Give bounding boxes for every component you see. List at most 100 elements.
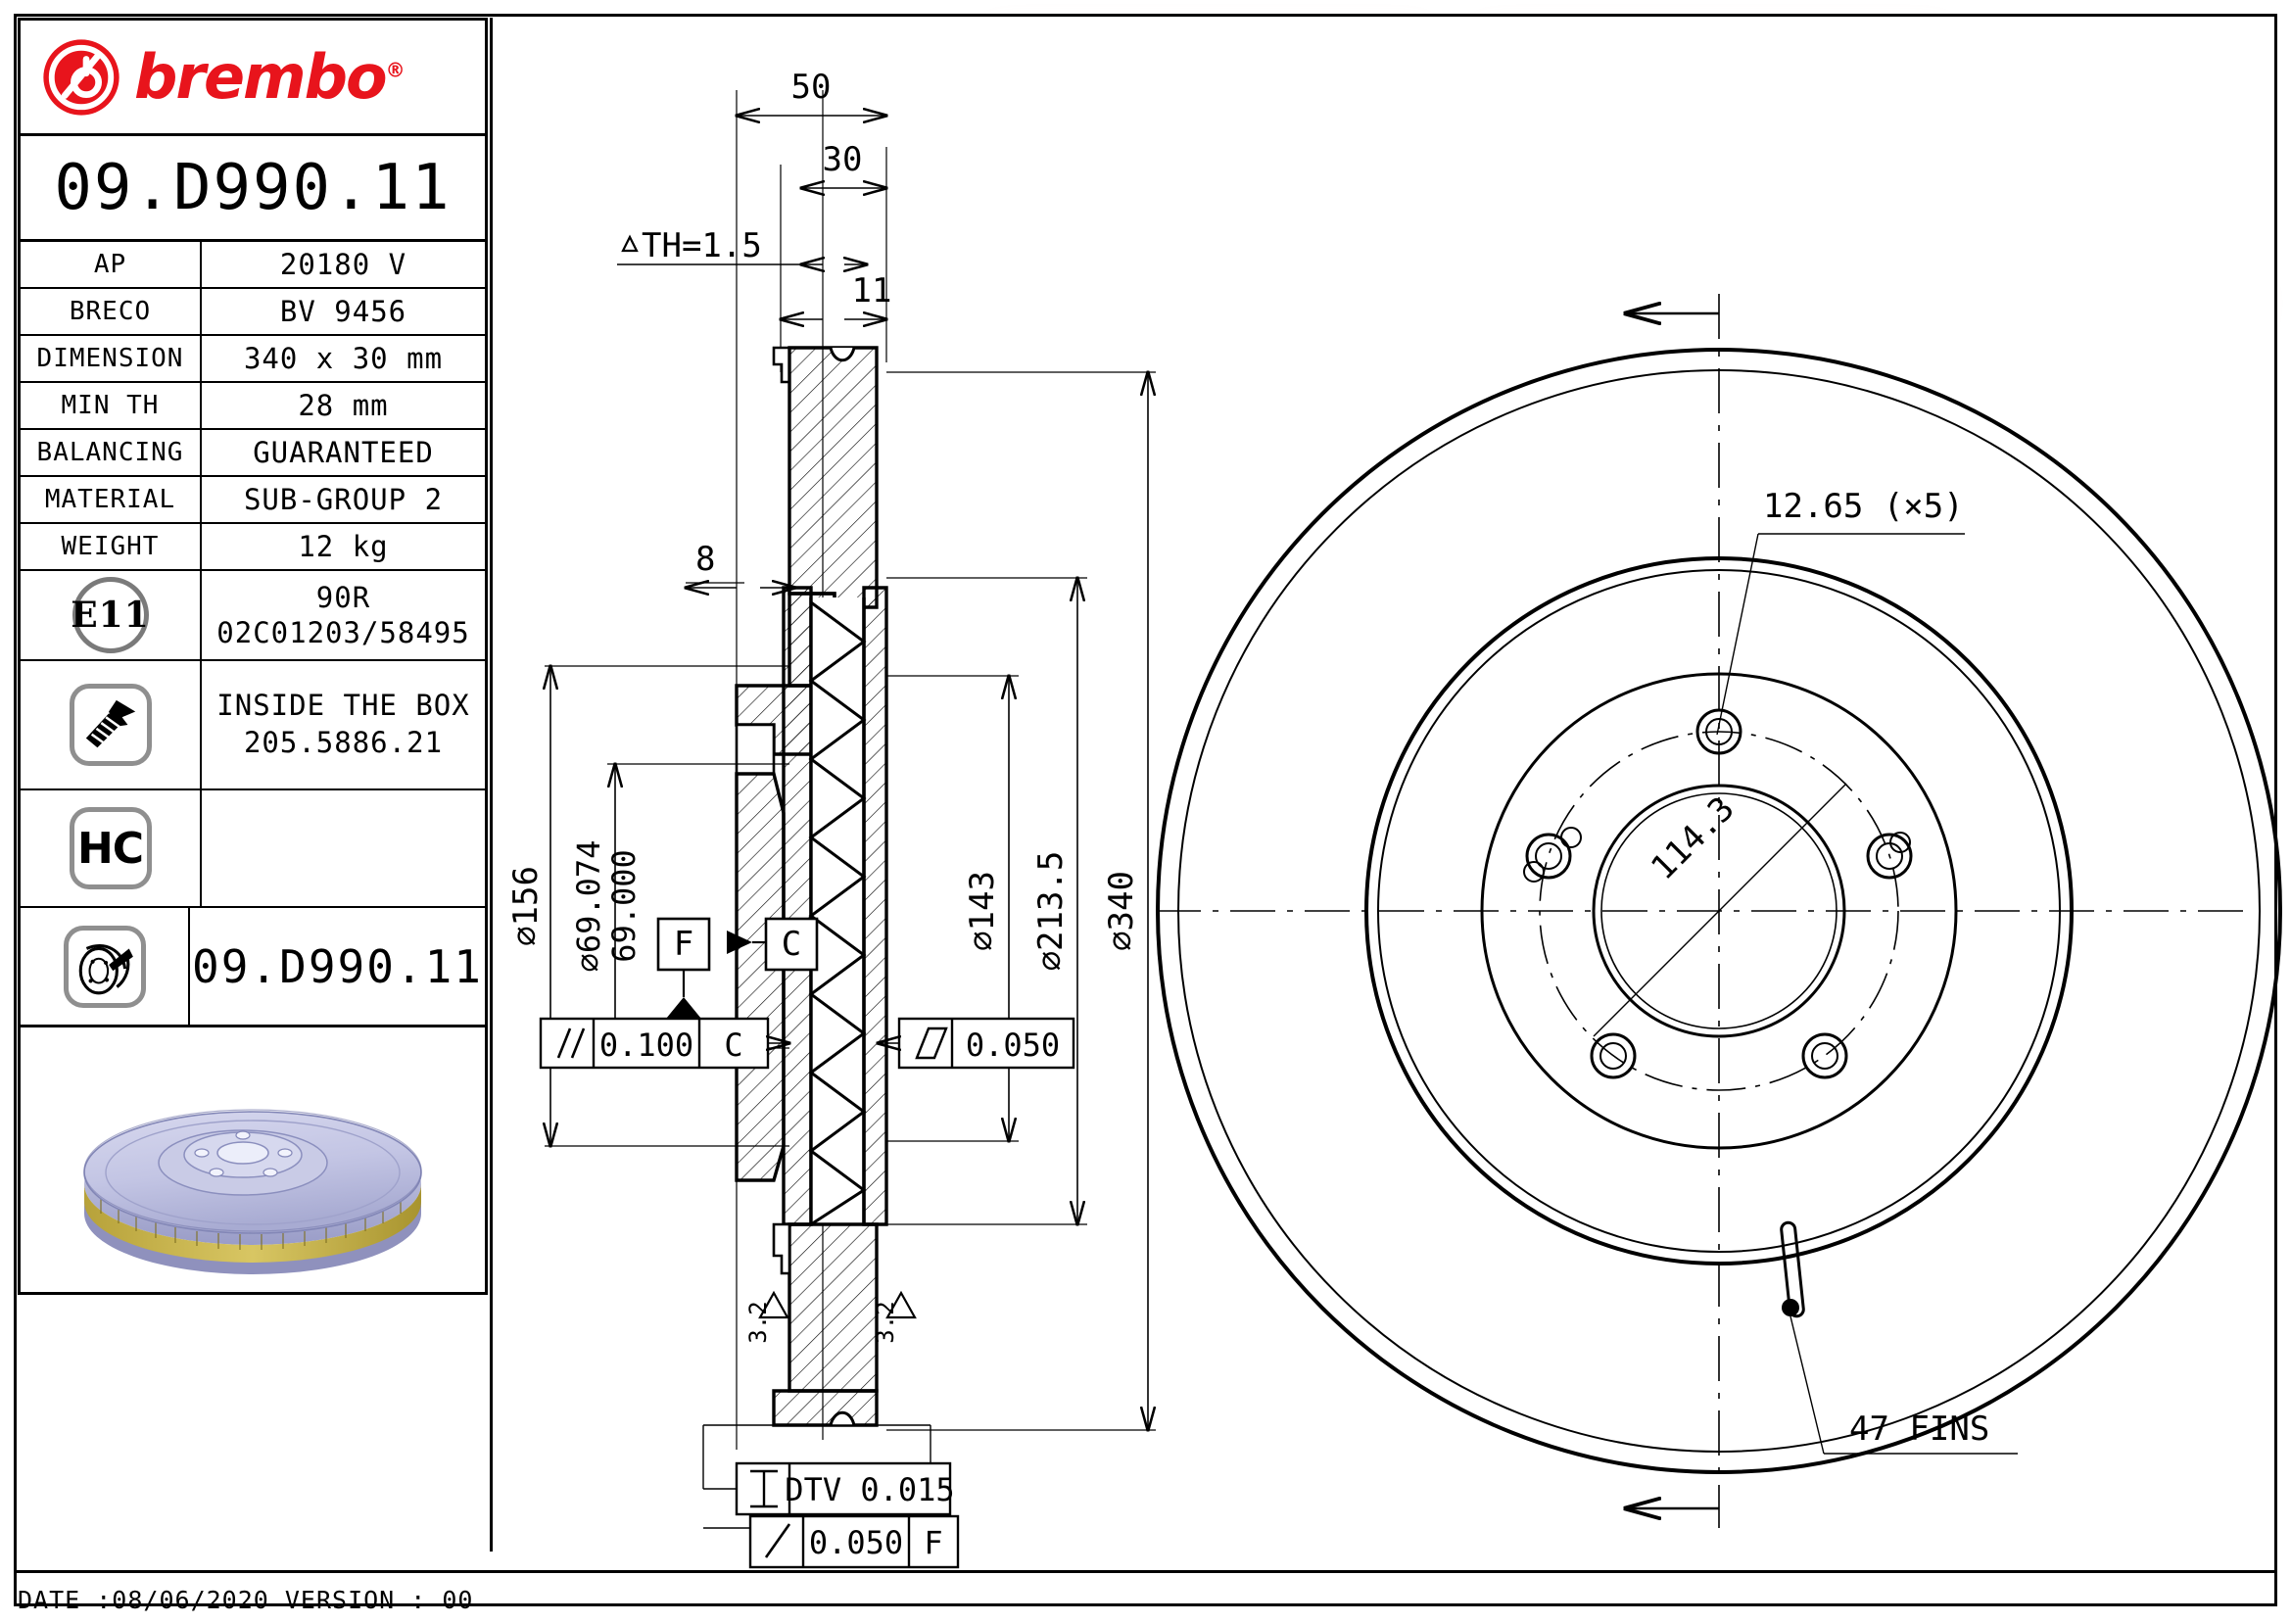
face-view: 12.65 (×5) 114.3 47 FINS bbox=[1156, 294, 2282, 1528]
screw-icon-cell bbox=[21, 661, 202, 788]
table-row-hc: HC bbox=[21, 790, 485, 908]
brake-disc-icon bbox=[63, 925, 146, 1008]
datum-c-label: C bbox=[782, 925, 801, 964]
gdt-runout-value: 0.050 bbox=[809, 1524, 903, 1561]
gdt-flatness-value: 0.050 bbox=[966, 1027, 1060, 1064]
title-block-divider bbox=[490, 18, 493, 1552]
table-row: BRECO BV 9456 bbox=[21, 289, 485, 336]
e11-badge-label: E11 bbox=[71, 595, 150, 636]
spec-value: SUB-GROUP 2 bbox=[243, 483, 444, 516]
gdt-flatness: 0.050 bbox=[878, 1017, 1075, 1070]
spec-value: BV 9456 bbox=[279, 295, 407, 328]
spec-label: BALANCING bbox=[21, 430, 202, 475]
brand-wordmark: brembo® bbox=[134, 46, 406, 108]
table-row-emark: E11 90R 02C01203/58495 bbox=[21, 571, 485, 661]
table-row: AP 20180 V bbox=[21, 242, 485, 289]
brand-name: brembo bbox=[134, 40, 388, 113]
gdt-parallelism: 0.100 C bbox=[539, 1017, 789, 1070]
dim-dia-143: ⌀143 bbox=[963, 676, 1009, 1141]
gdt-parallelism-datum: C bbox=[724, 1027, 742, 1064]
gdt-runout-datum: F bbox=[924, 1524, 942, 1561]
section-hub-lower bbox=[772, 1222, 879, 1427]
dim-hat-step: 11 bbox=[781, 271, 891, 319]
section-hat-to-ring bbox=[735, 772, 786, 1182]
dim-th-label: TH=1.5 bbox=[642, 226, 762, 265]
bolt-hole-label: 12.65 (×5) bbox=[1763, 487, 1964, 526]
screw-icon bbox=[69, 684, 152, 766]
dim-213-label: ⌀213.5 bbox=[1031, 851, 1071, 972]
section-vanes bbox=[808, 597, 867, 1226]
dim-inner-step: 8 bbox=[686, 540, 795, 588]
footer-divider bbox=[14, 1570, 2277, 1573]
dim-dia-340: ⌀340 bbox=[1102, 372, 1148, 1430]
spec-label: BRECO bbox=[21, 289, 202, 334]
table-row: BALANCING GUARANTEED bbox=[21, 430, 485, 477]
dim-11-label: 11 bbox=[852, 271, 892, 310]
emark-line2: 02C01203/58495 bbox=[216, 616, 470, 649]
e11-approval-icon: E11 bbox=[21, 571, 202, 659]
section-friction-ring-inner bbox=[862, 586, 888, 1226]
hc-icon-cell: HC bbox=[21, 790, 202, 906]
emark-value: 90R 02C01203/58495 bbox=[202, 571, 485, 659]
spec-label: DIMENSION bbox=[21, 336, 202, 381]
screw-line1: INSIDE THE BOX bbox=[216, 689, 470, 723]
table-row: DIMENSION 340 x 30 mm bbox=[21, 336, 485, 383]
dim-overall-width: 50 bbox=[737, 68, 886, 116]
hc-badge-icon: HC bbox=[69, 807, 152, 889]
title-block: brembo® 09.D990.11 AP 20180 V BRECO BV 9… bbox=[18, 18, 488, 1295]
e11-badge: E11 bbox=[71, 577, 150, 653]
footer-text: DATE :08/06/2020 VERSION : 00 bbox=[18, 1586, 474, 1614]
disc-icon-cell bbox=[21, 908, 191, 1025]
part-number-value: 09.D990.11 bbox=[54, 151, 452, 224]
surface-finish-left: 3.2 bbox=[744, 1290, 789, 1344]
spec-value: 340 x 30 mm bbox=[243, 342, 444, 375]
dim-bore-min-label: 69.000 bbox=[605, 849, 643, 963]
fins-label: 47 FINS bbox=[1849, 1409, 1989, 1449]
section-hat-upper bbox=[772, 346, 879, 609]
screw-value: INSIDE THE BOX 205.5886.21 bbox=[202, 661, 485, 788]
hc-badge-label: HC bbox=[76, 823, 144, 874]
dim-156-label: ⌀156 bbox=[506, 866, 546, 946]
gdt-dtv: DTV 0.015 bbox=[735, 1461, 955, 1516]
spec-value: 28 mm bbox=[298, 389, 389, 422]
spec-label: AP bbox=[21, 242, 202, 287]
table-row: MIN TH 28 mm bbox=[21, 383, 485, 430]
datum-f: F bbox=[656, 917, 711, 1019]
dim-dia-bore: ⌀69.074 69.000 bbox=[570, 764, 643, 1048]
table-row: MATERIAL SUB-GROUP 2 bbox=[21, 477, 485, 524]
surface-finish-right-label: 3.2 bbox=[872, 1301, 899, 1343]
spec-label: MIN TH bbox=[21, 383, 202, 428]
bolt-hole bbox=[1801, 1032, 1848, 1079]
spec-value: 12 kg bbox=[298, 530, 389, 563]
spec-value: 20180 V bbox=[279, 248, 407, 281]
hc-value bbox=[202, 790, 485, 906]
dim-340-label: ⌀340 bbox=[1102, 871, 1141, 951]
bolt-holes bbox=[1523, 708, 1913, 1079]
gdt-runout: 0.050 F bbox=[748, 1514, 960, 1569]
dim-thickness-variation: TH=1.5 bbox=[617, 226, 867, 265]
registered-mark: ® bbox=[385, 57, 406, 81]
part-number-header: 09.D990.11 bbox=[21, 136, 485, 242]
table-row-screw: INSIDE THE BOX 205.5886.21 bbox=[21, 661, 485, 790]
dim-8-label: 8 bbox=[695, 540, 715, 579]
cross-section-view: 50 30 TH=1.5 11 8 bbox=[506, 68, 1156, 1569]
dim-bore-max-label: ⌀69.074 bbox=[570, 840, 607, 973]
disc-part-number: 09.D990.11 bbox=[192, 939, 483, 993]
pcd-label: 114.3 bbox=[1644, 789, 1742, 888]
annotation-fins: 47 FINS bbox=[1780, 1220, 2018, 1455]
dim-30-label: 30 bbox=[823, 140, 863, 179]
table-row: WEIGHT 12 kg bbox=[21, 524, 485, 571]
surface-finish-left-label: 3.2 bbox=[744, 1301, 772, 1343]
brake-disc-photo bbox=[83, 1109, 422, 1274]
dim-50-label: 50 bbox=[791, 68, 832, 107]
dim-hub-offset: 30 bbox=[801, 140, 886, 188]
dim-dia-213-5: ⌀213.5 bbox=[1031, 578, 1077, 1224]
gdt-parallelism-value: 0.100 bbox=[599, 1027, 693, 1064]
product-photo-cell bbox=[21, 1027, 485, 1292]
gdt-dtv-value: DTV 0.015 bbox=[785, 1471, 954, 1508]
dim-dia-156: ⌀156 bbox=[506, 666, 550, 1146]
spec-value: GUARANTEED bbox=[253, 436, 434, 469]
annotation-bolt-hole: 12.65 (×5) bbox=[1716, 487, 1965, 736]
brand-logo-row: brembo® bbox=[21, 21, 485, 136]
datum-f-label: F bbox=[674, 925, 693, 964]
